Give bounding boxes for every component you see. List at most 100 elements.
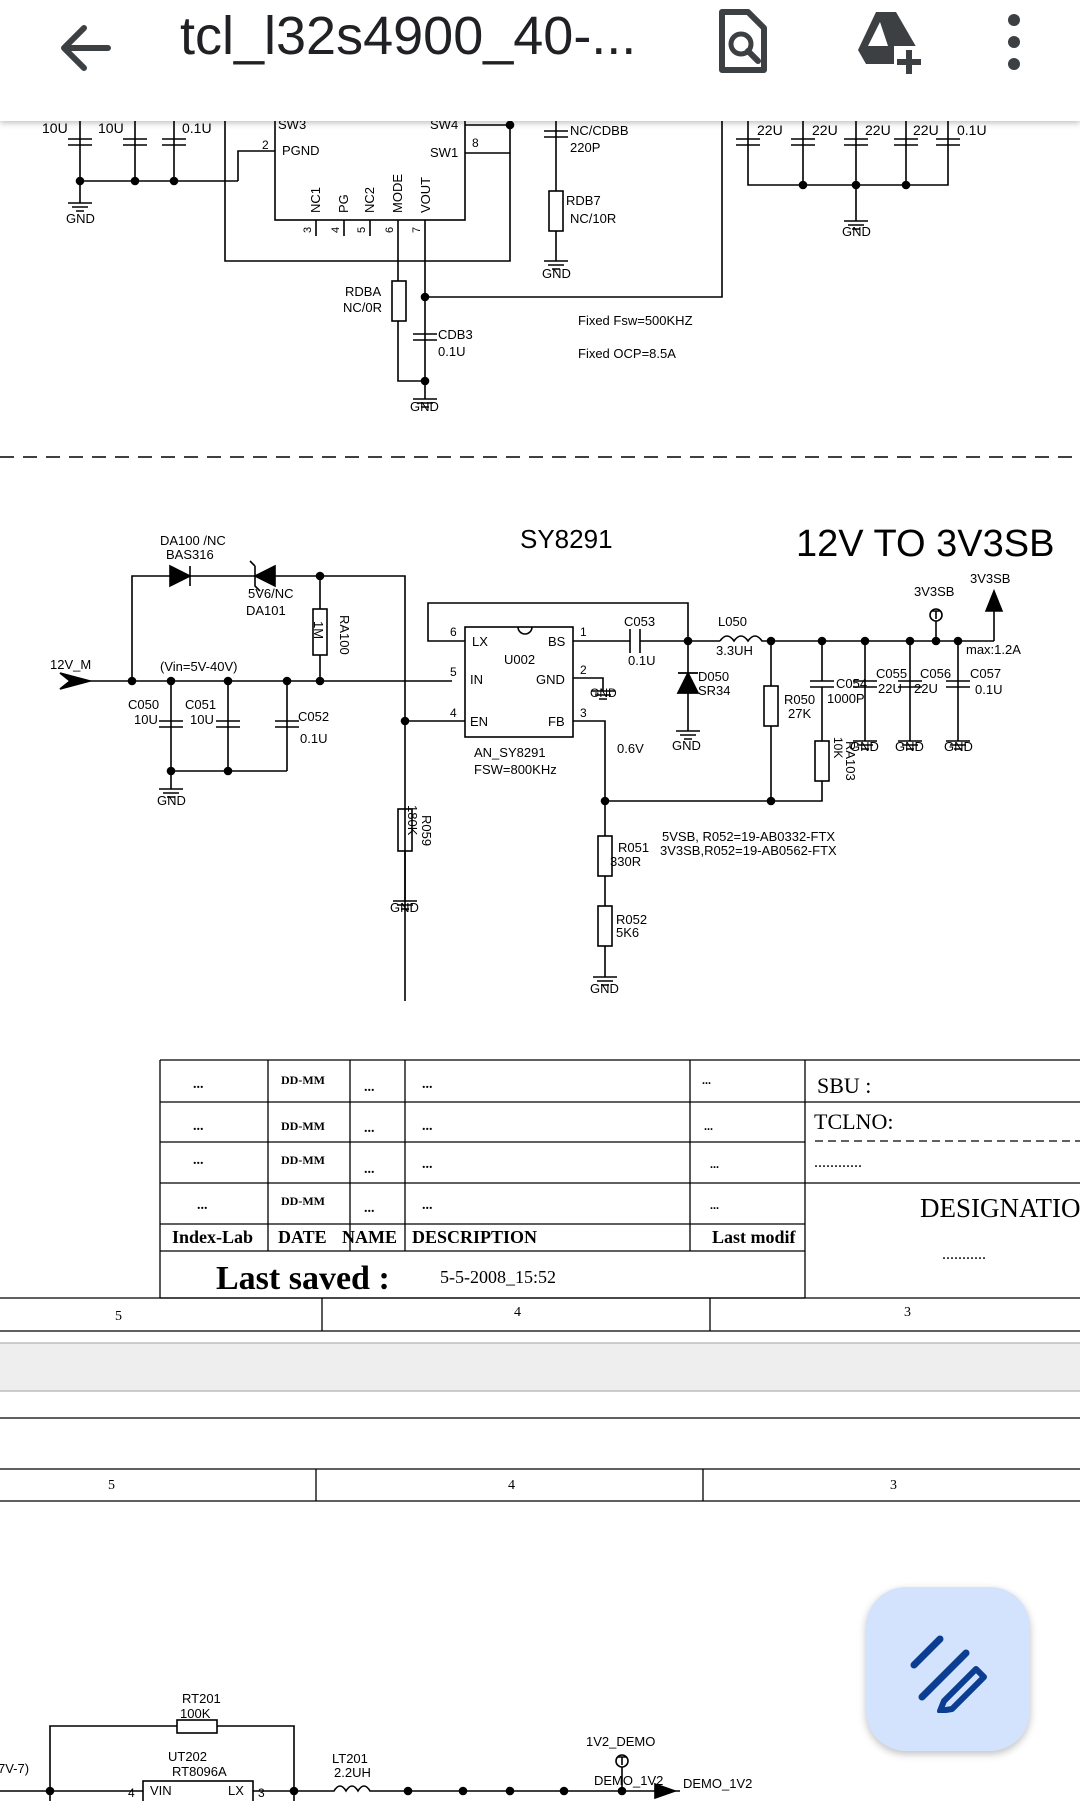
component-label: RDB7 (566, 193, 601, 208)
top-app-bar: tcl_l32s4900_40-... (0, 0, 1080, 121)
cell-index: ... (193, 1119, 204, 1134)
cell-description: ... (422, 1119, 433, 1134)
save-to-drive-icon[interactable] (852, 6, 924, 78)
last-saved-label: Last saved : (216, 1260, 390, 1297)
net-label: 3V3SB (914, 584, 954, 599)
part-number: AN_SY8291 (474, 745, 546, 760)
gnd-label: GND (66, 211, 95, 226)
pin-number: 4 (128, 1786, 135, 1800)
pin-number: 5 (450, 665, 457, 679)
cell-name: ... (364, 1080, 375, 1095)
cell-date: DD-MM (281, 1153, 325, 1167)
component-label: CDB3 (438, 327, 473, 342)
net-label: 12V_M (50, 657, 91, 672)
cell-description: ... (422, 1198, 433, 1213)
component-label: L050 (718, 614, 747, 629)
pin-number: 1 (580, 625, 587, 639)
pin-label: SW4 (430, 121, 458, 132)
gnd-label: GND (944, 739, 973, 754)
ruler-mark: 5 (115, 1309, 122, 1324)
component-value: 2.2UH (334, 1765, 371, 1780)
gnd-label: GND (850, 739, 879, 754)
cell-name: ... (364, 1201, 375, 1216)
component-label: C051 (185, 697, 216, 712)
schematic-pages: 10U 10U 0.1U GND SW3 SW4 SW1 PGND 2 8 NC… (0, 121, 1080, 1801)
tclno-value: ............ (814, 1154, 862, 1171)
cap-label: 22U (865, 122, 891, 138)
ruler-mark: 5 (108, 1478, 115, 1493)
component-label: C054 (836, 676, 867, 691)
component-label: C053 (624, 614, 655, 629)
edit-pen-icon (910, 1635, 987, 1713)
pin-number: 6 (384, 227, 396, 233)
title-block: ... DD-MM ... ... ... ... DD-MM ... ... … (159, 1059, 1080, 1299)
component-value: 10U (190, 712, 214, 727)
component-value: 22U (914, 681, 938, 696)
tclno-label: TCLNO: (814, 1109, 893, 1134)
component-label: LT201 (332, 1751, 368, 1766)
fsw-note: Fixed Fsw=500KHZ (578, 313, 693, 328)
component-value: 27K (788, 706, 811, 721)
annotate-fab-button[interactable] (866, 1587, 1030, 1751)
pin-number: 3 (258, 1786, 265, 1800)
pin-number: 4 (330, 227, 342, 233)
pin-number: 2 (580, 663, 587, 677)
pin-label: LX (472, 634, 488, 649)
component-value: 0.1U (300, 731, 327, 746)
cell-index: ... (193, 1153, 204, 1168)
cell-name: ... (364, 1162, 375, 1177)
component-label: R050 (784, 692, 815, 707)
cap-label: 0.1U (957, 122, 987, 138)
fb-voltage: 0.6V (617, 741, 644, 756)
pin-label: MODE (390, 174, 405, 213)
pin-label: PG (336, 194, 351, 213)
pin-label: LX (228, 1783, 244, 1798)
gnd-label: GND (542, 266, 571, 281)
component-label: RA103 (843, 741, 858, 781)
component-value: 10K (831, 737, 845, 758)
cap-label: 22U (913, 122, 939, 138)
component-value: 10U (134, 712, 158, 727)
pdf-viewer[interactable]: 10U 10U 0.1U GND SW3 SW4 SW1 PGND 2 8 NC… (0, 121, 1080, 1801)
header-index-lab: Index-Lab (172, 1227, 253, 1247)
cell-date: DD-MM (281, 1073, 325, 1087)
component-value: SR34 (698, 683, 731, 698)
component-value: 1000P (827, 691, 865, 706)
pin-number: 5 (356, 227, 368, 233)
cell-date: DD-MM (281, 1194, 325, 1208)
search-document-icon[interactable] (708, 6, 780, 78)
header-date: DATE (278, 1227, 327, 1247)
cell-modif: ... (702, 1073, 711, 1087)
schematic-bottom: RT201 100K UT202 RT8096A VIN LX 4 3 7V-7… (0, 1691, 752, 1801)
component-label: R051 (618, 840, 649, 855)
schematic-top: 10U 10U 0.1U GND SW3 SW4 SW1 PGND 2 8 NC… (42, 121, 987, 414)
ruler-mark: 3 (904, 1305, 911, 1320)
component-value: BAS316 (166, 547, 214, 562)
pin-label: NC1 (308, 187, 323, 213)
component-value: 0.1U (975, 682, 1002, 697)
component-value: 330R (610, 854, 641, 869)
max-current: max:1.2A (966, 642, 1021, 657)
cap-label: 10U (42, 121, 68, 136)
ocp-note: Fixed OCP=8.5A (578, 346, 676, 361)
component-value: 22U (878, 681, 902, 696)
gnd-label: GND (672, 738, 701, 753)
cap-label: 22U (812, 122, 838, 138)
vin-range: (Vin=5V-40V) (160, 659, 237, 674)
arrow-back-icon[interactable] (50, 12, 122, 84)
component-label: RDBA (345, 284, 381, 299)
pin-number: 6 (450, 625, 457, 639)
component-label: C056 (920, 666, 951, 681)
page-ruler: 5 4 3 (0, 1417, 1080, 1502)
component-value: 220P (570, 140, 600, 155)
section-title: 12V TO 3V3SB (796, 523, 1054, 565)
component-label: R052 (616, 912, 647, 927)
pin-label: VOUT (418, 177, 433, 213)
component-value: NC/10R (570, 211, 616, 226)
ruler-mark: 3 (890, 1478, 897, 1493)
component-value: 0.1U (438, 344, 465, 359)
more-vert-icon[interactable] (978, 6, 1050, 78)
component-label: RT201 (182, 1691, 221, 1706)
chip-title: SY8291 (520, 524, 613, 554)
component-label: C052 (298, 709, 329, 724)
